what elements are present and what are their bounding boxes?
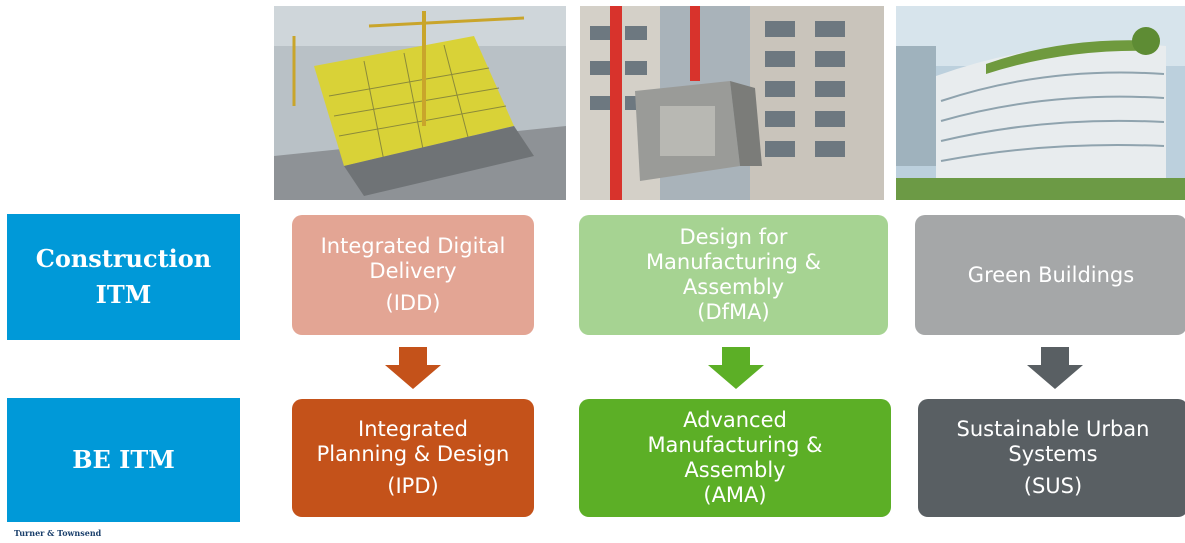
ama-title: Advanced Manufacturing & Assembly [647, 408, 823, 482]
idd-title: Integrated Digital Delivery [320, 233, 506, 283]
be-itm-label: BE ITM [7, 398, 240, 522]
ipd-box: Integrated Planning & Design (IPD) [292, 399, 534, 517]
down-arrow-icon [1027, 347, 1083, 389]
ipd-abbr: (IPD) [387, 474, 439, 499]
prefab-module-crane-photo [580, 6, 884, 200]
turner-townsend-logo: Turner & Townsend [14, 528, 102, 538]
idd-abbr: (IDD) [385, 291, 441, 316]
dfma-box: Design for Manufacturing & Assembly (DfM… [579, 215, 888, 335]
construction-itm-text: Construction ITM [35, 244, 212, 309]
ipd-title: Integrated Planning & Design [316, 416, 510, 466]
green-buildings-title: Green Buildings [967, 262, 1135, 287]
construction-itm-label: Construction ITM [7, 214, 240, 340]
green-buildings-box: Green Buildings [915, 215, 1185, 335]
ama-box: Advanced Manufacturing & Assembly (AMA) [579, 399, 891, 517]
down-arrow-icon [708, 347, 764, 389]
ama-abbr: (AMA) [703, 482, 767, 507]
dfma-abbr: (DfMA) [697, 299, 770, 324]
dfma-title: Design for Manufacturing & Assembly [645, 225, 822, 299]
sus-title: Sustainable Urban Systems [956, 416, 1150, 466]
green-building-photo [896, 6, 1185, 200]
idd-box: Integrated Digital Delivery (IDD) [292, 215, 534, 335]
sus-box: Sustainable Urban Systems (SUS) [918, 399, 1185, 517]
down-arrow-icon [385, 347, 441, 389]
construction-model-photo [274, 6, 566, 200]
sus-abbr: (SUS) [1023, 474, 1083, 499]
be-itm-text: BE ITM [72, 445, 175, 474]
